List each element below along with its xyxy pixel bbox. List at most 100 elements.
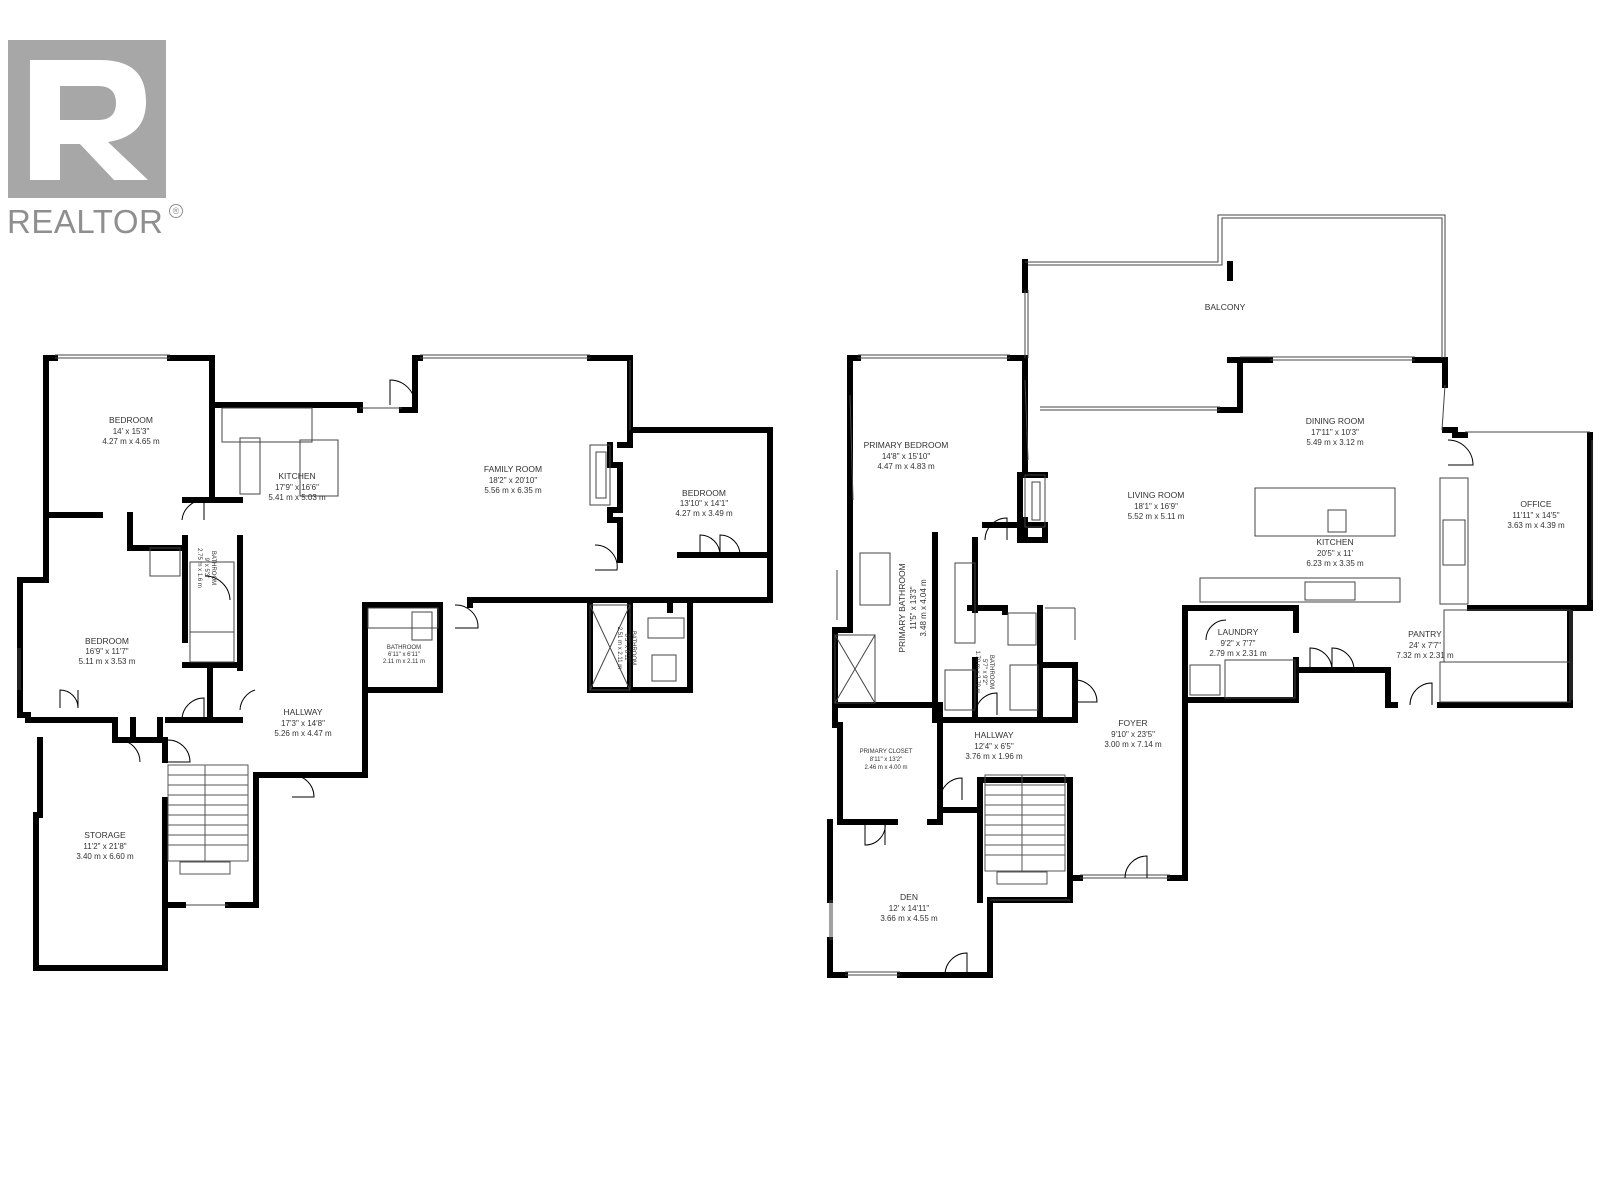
svg-text:4.27 m x 3.49 m: 4.27 m x 3.49 m: [675, 509, 733, 518]
svg-text:7.32 m x 2.31 m: 7.32 m x 2.31 m: [1396, 651, 1454, 660]
svg-text:3.66 m x 4.55 m: 3.66 m x 4.55 m: [880, 914, 938, 923]
svg-text:HALLWAY: HALLWAY: [974, 730, 1013, 740]
svg-text:HALLWAY: HALLWAY: [283, 707, 322, 717]
room-label: HALLWAY 12'4" x 6'5" 3.76 m x 1.96 m: [965, 730, 1023, 761]
svg-text:8'11" x 13'2": 8'11" x 13'2": [870, 757, 902, 763]
main-doors: [864, 439, 1474, 976]
svg-text:13'10" x 14'1": 13'10" x 14'1": [680, 499, 728, 508]
svg-text:2.79 m x 2.31 m: 2.79 m x 2.31 m: [1209, 649, 1267, 658]
room-label: KITCHEN 17'9" x 16'6" 5.41 m x 5.03 m: [268, 471, 326, 502]
svg-text:KITCHEN: KITCHEN: [1316, 537, 1353, 547]
lower-doors: [59, 379, 741, 798]
svg-text:11'5" x 13'3": 11'5" x 13'3": [909, 586, 918, 629]
room-label: LIVING ROOM 18'1" x 16'9" 5.52 m x 5.11 …: [1128, 490, 1185, 521]
svg-text:STORAGE: STORAGE: [84, 830, 126, 840]
svg-text:16'9" x 11'7": 16'9" x 11'7": [85, 647, 128, 656]
room-label: PRIMARY CLOSET 8'11" x 13'2" 2.46 m x 4.…: [860, 749, 913, 771]
svg-text:5.41 m x 5.03 m: 5.41 m x 5.03 m: [268, 493, 326, 502]
room-label: PRIMARY BEDROOM 14'8" x 15'10" 4.47 m x …: [864, 440, 949, 471]
svg-text:BEDROOM: BEDROOM: [109, 415, 153, 425]
svg-text:11'11" x 14'5": 11'11" x 14'5": [1512, 511, 1559, 520]
svg-text:8'3" x 6'11": 8'3" x 6'11": [623, 633, 629, 662]
room-label: STORAGE 11'2" x 21'8" 3.40 m x 6.60 m: [76, 830, 134, 861]
svg-text:17'3" x 14'8": 17'3" x 14'8": [281, 719, 325, 728]
svg-text:5'7" x 9'2": 5'7" x 9'2": [981, 659, 987, 685]
room-label: DEN 12' x 14'11" 3.66 m x 4.55 m: [880, 892, 938, 923]
svg-text:2.46 m x 4.00 m: 2.46 m x 4.00 m: [864, 765, 907, 771]
svg-text:LAUNDRY: LAUNDRY: [1218, 627, 1259, 637]
svg-text:9'10" x 23'5": 9'10" x 23'5": [1111, 730, 1155, 739]
room-label: PANTRY 24' x 7'7" 7.32 m x 2.31 m: [1396, 629, 1454, 660]
svg-text:BEDROOM: BEDROOM: [682, 488, 726, 498]
lower-room-labels: BEDROOM 14' x 15'3" 4.27 m x 4.65 m KITC…: [76, 415, 733, 861]
svg-text:14'8" x 15'10": 14'8" x 15'10": [882, 452, 930, 461]
room-label: FOYER 9'10" x 23'5" 3.00 m x 7.14 m: [1104, 718, 1162, 749]
realtor-r-icon: [30, 60, 148, 180]
floor-plan-main: [827, 259, 1593, 978]
svg-text:3.48 m x 4.04 m: 3.48 m x 4.04 m: [919, 579, 928, 637]
svg-text:BALCONY: BALCONY: [1205, 302, 1246, 312]
svg-text:KITCHEN: KITCHEN: [278, 471, 315, 481]
svg-text:4.27 m x 4.65 m: 4.27 m x 4.65 m: [102, 437, 160, 446]
svg-text:BATHROOM: BATHROOM: [387, 645, 421, 651]
svg-text:BATHROOM: BATHROOM: [988, 655, 994, 689]
svg-text:18'1" x 16'9": 18'1" x 16'9": [1134, 502, 1178, 511]
realtor-wordmark: REALTOR: [7, 203, 164, 240]
svg-text:12' x 14'11": 12' x 14'11": [889, 904, 930, 913]
svg-text:6.23 m x 3.35 m: 6.23 m x 3.35 m: [1306, 559, 1364, 568]
svg-text:9'2" x 7'7": 9'2" x 7'7": [1221, 639, 1256, 648]
room-label: BEDROOM 16'9" x 11'7" 5.11 m x 3.53 m: [79, 636, 136, 666]
svg-text:9' x 5'3": 9' x 5'3": [203, 558, 209, 579]
registered-mark: ®: [169, 204, 183, 218]
svg-text:11'2" x 21'8": 11'2" x 21'8": [83, 842, 126, 851]
svg-text:PRIMARY BATHROOM: PRIMARY BATHROOM: [897, 563, 907, 652]
room-label: BEDROOM 13'10" x 14'1" 4.27 m x 3.49 m: [675, 488, 733, 518]
svg-text:PANTRY: PANTRY: [1408, 629, 1442, 639]
room-label: DINING ROOM 17'11" x 10'3" 5.49 m x 3.12…: [1306, 416, 1365, 447]
svg-text:17'9" x 16'6": 17'9" x 16'6": [275, 483, 319, 492]
svg-text:2.75 m x 1.6 m: 2.75 m x 1.6 m: [196, 548, 202, 588]
svg-text:3.76 m x 1.96 m: 3.76 m x 1.96 m: [965, 752, 1023, 761]
room-label-rotated: PRIMARY BATHROOM 11'5" x 13'3" 3.48 m x …: [897, 563, 928, 652]
svg-text:DEN: DEN: [900, 892, 918, 902]
main-room-labels: BALCONY PRIMARY BEDROOM 14'8" x 15'10" 4…: [860, 302, 1565, 923]
svg-text:5.26 m x 4.47 m: 5.26 m x 4.47 m: [274, 729, 332, 738]
main-stairs: [984, 774, 1066, 885]
svg-text:3.00 m x 7.14 m: 3.00 m x 7.14 m: [1104, 740, 1162, 749]
svg-text:2.11 m x 2.11 m: 2.11 m x 2.11 m: [383, 659, 425, 665]
room-label-rotated: BATHROOM 8'3" x 6'11" 2.51 m x 2.11 m: [616, 627, 636, 670]
room-label-rotated: BATHROOM 5'7" x 9'2" 1.70 m x 2.79 m: [974, 650, 994, 693]
room-label: BATHROOM 6'11" x 6'11" 2.11 m x 2.11 m: [383, 645, 425, 665]
svg-text:5.49 m x 3.12 m: 5.49 m x 3.12 m: [1306, 438, 1364, 447]
svg-text:12'4" x 6'5": 12'4" x 6'5": [974, 742, 1014, 751]
svg-text:5.11 m x 3.53 m: 5.11 m x 3.53 m: [79, 657, 136, 666]
svg-text:1.70 m x 2.79 m: 1.70 m x 2.79 m: [974, 650, 980, 693]
svg-text:BATHROOM: BATHROOM: [630, 631, 636, 665]
room-label: BALCONY: [1205, 302, 1246, 312]
svg-text:2.51 m x 2.11 m: 2.51 m x 2.11 m: [616, 627, 622, 670]
svg-text:FOYER: FOYER: [1118, 718, 1147, 728]
lower-stairs: [167, 764, 249, 875]
svg-text:OFFICE: OFFICE: [1520, 499, 1551, 509]
svg-text:3.40 m x 6.60 m: 3.40 m x 6.60 m: [76, 852, 134, 861]
main-fixtures: [829, 214, 1593, 976]
realtor-logo: [8, 40, 166, 198]
room-label: BEDROOM 14' x 15'3" 4.27 m x 4.65 m: [102, 415, 160, 446]
svg-text:DINING ROOM: DINING ROOM: [1306, 416, 1365, 426]
svg-text:17'11" x 10'3": 17'11" x 10'3": [1311, 428, 1359, 437]
room-label: KITCHEN 20'5" x 11' 6.23 m x 3.35 m: [1306, 537, 1364, 568]
svg-text:24' x 7'7": 24' x 7'7": [1409, 641, 1441, 650]
svg-text:14' x 15'3": 14' x 15'3": [113, 427, 150, 436]
room-label: LAUNDRY 9'2" x 7'7" 2.79 m x 2.31 m: [1209, 627, 1267, 658]
svg-text:PRIMARY BEDROOM: PRIMARY BEDROOM: [864, 440, 949, 450]
room-label: FAMILY ROOM 18'2" x 20'10" 5.56 m x 6.35…: [484, 464, 542, 495]
svg-text:20'5" x 11': 20'5" x 11': [1317, 549, 1353, 558]
svg-text:4.47 m x 4.83 m: 4.47 m x 4.83 m: [877, 462, 935, 471]
svg-text:PRIMARY CLOSET: PRIMARY CLOSET: [860, 749, 913, 755]
svg-text:FAMILY ROOM: FAMILY ROOM: [484, 464, 542, 474]
room-label-rotated: BATHROOM 9' x 5'3" 2.75 m x 1.6 m: [196, 548, 216, 588]
svg-text:BATHROOM: BATHROOM: [210, 551, 216, 585]
lower-fixtures: [17, 354, 685, 906]
